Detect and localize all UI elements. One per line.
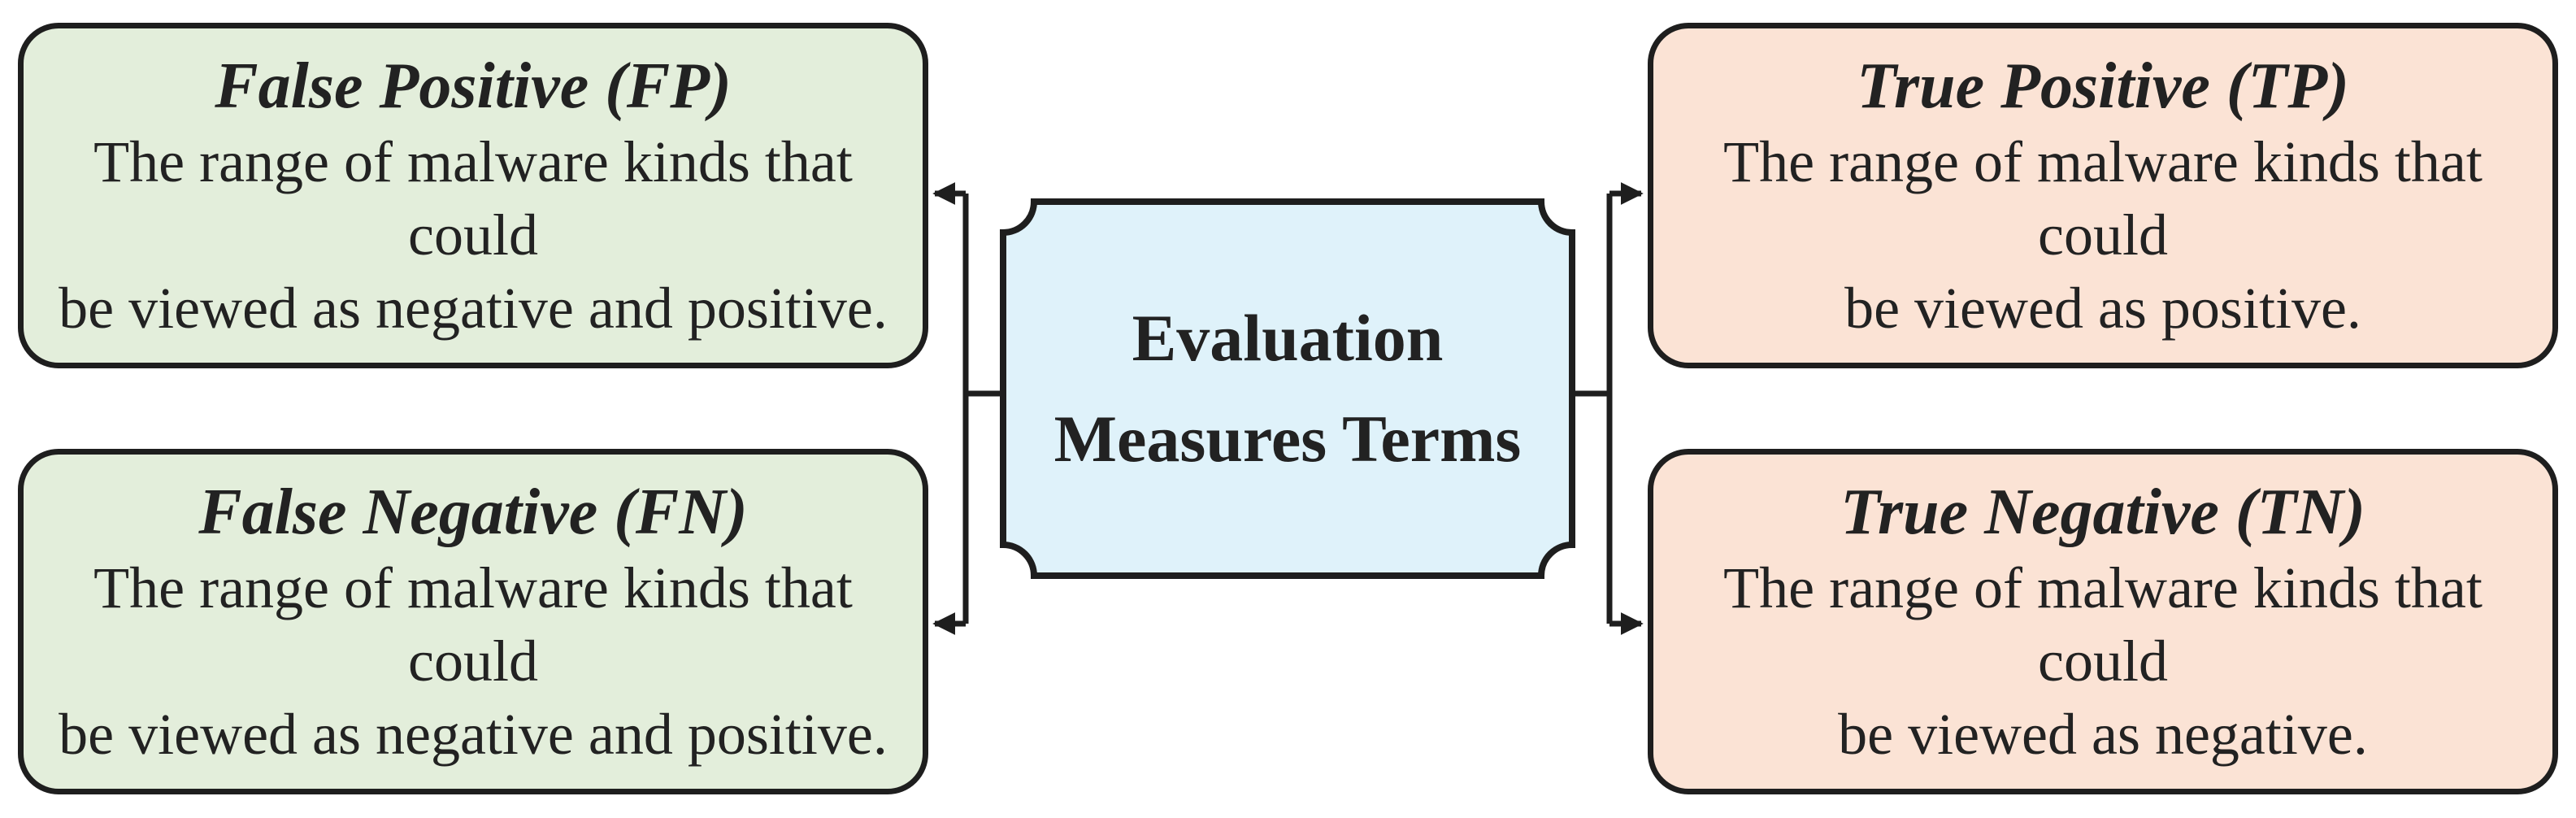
true-positive-title: True Positive (TP) xyxy=(1857,50,2349,122)
true-negative-box: True Negative (TN) The range of malware … xyxy=(1648,449,2558,794)
true-positive-description: The range of malware kinds that could be… xyxy=(1723,128,2483,341)
true-negative-title: True Negative (TN) xyxy=(1840,476,2365,548)
false-positive-title: False Positive (FP) xyxy=(215,50,732,122)
false-negative-description: The range of malware kinds that could be… xyxy=(59,555,888,767)
center-label: Evaluation Measures Terms xyxy=(1053,301,1522,476)
false-positive-description: The range of malware kinds that could be… xyxy=(59,128,888,341)
true-negative-description: The range of malware kinds that could be… xyxy=(1723,555,2483,767)
center-box-shape xyxy=(1000,198,1575,579)
true-positive-box: True Positive (TP) The range of malware … xyxy=(1648,23,2558,368)
false-negative-title: False Negative (FN) xyxy=(198,476,748,548)
false-positive-box: False Positive (FP) The range of malware… xyxy=(18,23,928,368)
false-negative-box: False Negative (FN) The range of malware… xyxy=(18,449,928,794)
